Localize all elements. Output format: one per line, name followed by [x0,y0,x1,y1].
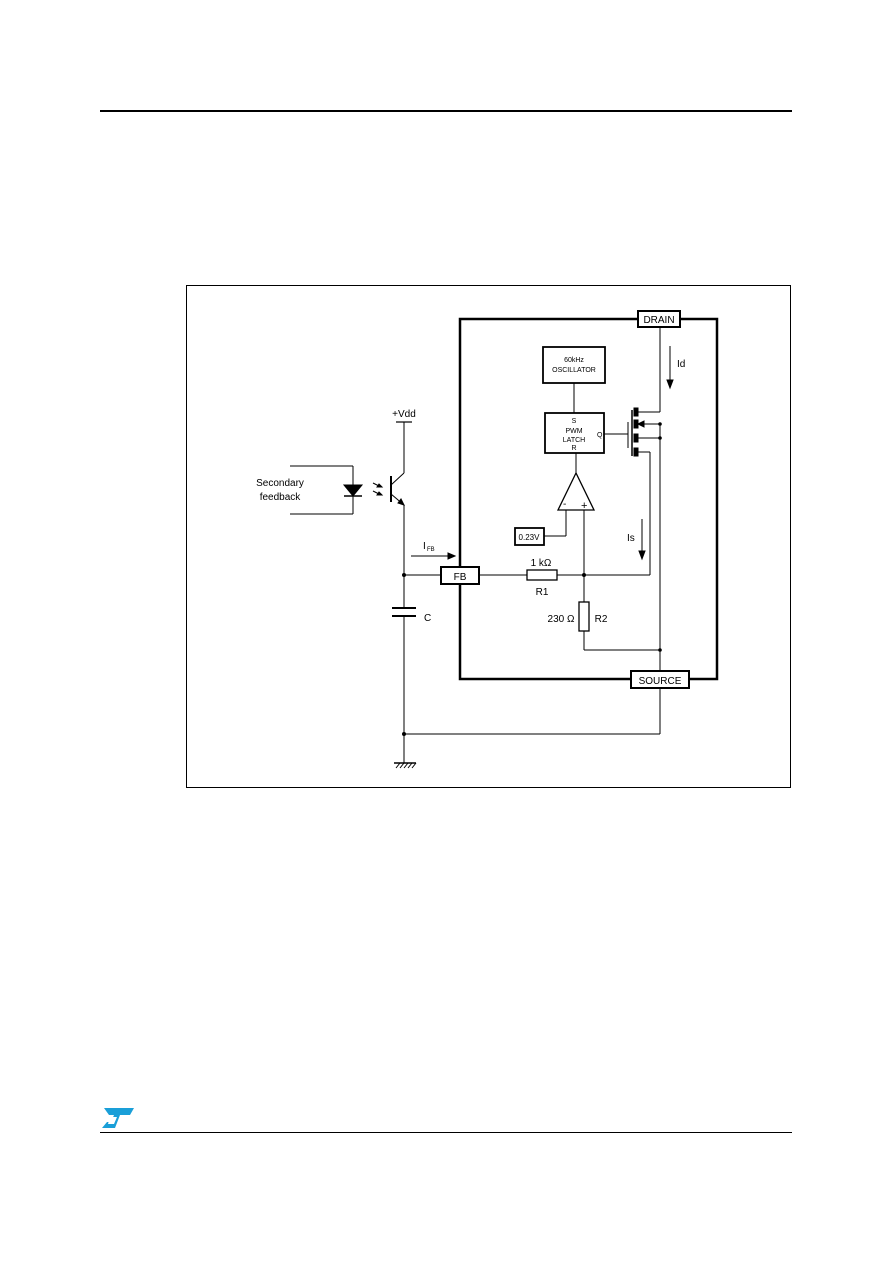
vref-label: 0.23V [519,533,541,542]
ground-symbol [394,762,417,769]
r1-value-label: 1 kΩ [531,558,552,569]
ifb-subscript: FB [427,547,435,553]
footer-rule [100,1132,792,1133]
secondary-feedback-line2: feedback [260,492,302,503]
fb-label: FB [454,572,467,583]
led-diode [290,465,364,515]
resistor-r2 [578,601,590,632]
secondary-feedback-line1: Secondary [256,478,304,489]
is-label: Is [627,533,635,544]
comparator-minus-label: - [563,499,566,510]
figure-frame: DRAIN SOURCE FB 60kHz OSCILLATOR S PWM L… [186,285,791,788]
st-logo-icon [102,1108,134,1128]
r1-name-label: R1 [536,587,549,598]
oscillator-freq-label: 60kHz [564,357,584,364]
r2-value-label: 230 Ω [548,614,575,625]
capacitor-label: C [424,613,431,624]
header-rule [100,110,792,112]
pwm-latch-block [544,412,605,454]
latch-s-label: S [572,418,577,425]
ifb-label: I [423,541,426,552]
vdd-label: +Vdd [392,409,416,420]
comparator [556,471,596,511]
latch-q-label: Q [597,432,603,439]
ic-boundary [458,317,719,681]
drain-block [637,310,681,328]
drain-label: DRAIN [643,315,674,326]
id-label: Id [677,359,685,370]
phototransistor [372,472,405,506]
latch-pwm-label: PWM [565,428,582,435]
r2-name-label: R2 [595,614,608,625]
oscillator-block [542,346,606,384]
oscillator-name-label: OSCILLATOR [552,367,596,374]
latch-r-label: R [571,445,576,452]
source-label: SOURCE [639,676,682,687]
resistor-r1 [526,569,558,581]
vref-block [514,527,545,546]
latch-name-label: LATCH [563,437,585,444]
comparator-plus-label: + [581,500,587,512]
capacitor [392,607,416,617]
mosfet [604,407,661,575]
circuit-diagram: DRAIN SOURCE FB 60kHz OSCILLATOR S PWM L… [256,310,719,769]
